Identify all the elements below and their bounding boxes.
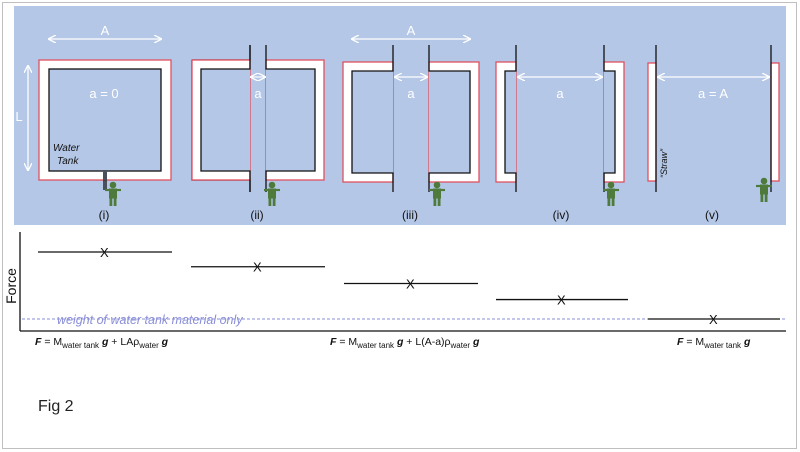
panel-i-gap-label: a = 0	[89, 86, 118, 101]
force-marker-3: X	[406, 276, 415, 291]
panel-iv-gap-label: a	[556, 86, 564, 101]
panel-i-width-label: A	[101, 23, 110, 38]
panel-v-straw-label: “Straw”	[659, 148, 669, 178]
panel-iii-tank	[342, 45, 480, 192]
panel-i-tank	[38, 59, 172, 190]
panel-v-numeral: (v)	[705, 208, 719, 222]
panel-i-numeral: (i)	[99, 208, 110, 222]
formula-i: F = Mwater tank g + LAρwater g	[35, 336, 169, 350]
panel-iv-tank	[495, 45, 625, 192]
panel-i-height-label: L	[15, 109, 22, 124]
panel-i-tank-label-line1: Water	[53, 143, 80, 154]
formula-v: F = Mwater tank g	[677, 336, 751, 350]
panel-i-tank-label-line2: Tank	[57, 156, 79, 167]
baseline-label: weight of water tank material only	[57, 313, 243, 327]
panel-iii-numeral: (iii)	[402, 208, 418, 222]
panel-iii-gap-label: a	[407, 86, 415, 101]
force-marker-2: X	[253, 260, 262, 275]
panel-iii-width-label: A	[407, 23, 416, 38]
panel-v-straw	[647, 45, 780, 192]
panel-v-gap-label: a = A	[698, 86, 728, 101]
force-marker-4: X	[557, 293, 566, 308]
panel-ii-gap-label: a	[254, 86, 262, 101]
panel-iv-numeral: (iv)	[553, 208, 570, 222]
panel-ii-tank	[191, 45, 325, 192]
force-axis-label: Force	[3, 268, 19, 304]
force-marker-5: X	[709, 312, 718, 327]
force-marker-1: X	[100, 245, 109, 260]
force-levels: X X X X X	[38, 245, 780, 327]
figure-caption: Fig 2	[38, 398, 74, 415]
panel-ii-numeral: (ii)	[250, 208, 263, 222]
formula-iii: F = Mwater tank g + L(A-a)ρwater g	[330, 336, 480, 350]
